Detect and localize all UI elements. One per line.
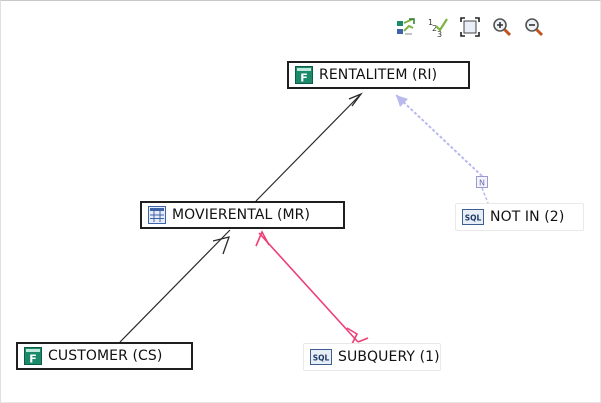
svg-text:SQL: SQL bbox=[313, 354, 330, 363]
edge-arrow-rentalitem bbox=[348, 92, 363, 107]
node-label: NOT IN (2) bbox=[490, 209, 565, 225]
edge-arrow-subquery-end bbox=[346, 327, 369, 345]
node-rentalitem[interactable]: F RENTALITEM (RI) bbox=[287, 61, 470, 89]
layout-tree-button[interactable] bbox=[393, 14, 419, 40]
zoom-in-icon bbox=[493, 18, 512, 37]
node-label: SUBQUERY (1) bbox=[338, 349, 440, 365]
node-label: CUSTOMER (CS) bbox=[48, 348, 163, 364]
zoom-in-button[interactable] bbox=[489, 14, 515, 40]
svg-text:F: F bbox=[29, 353, 37, 366]
svg-text:2: 2 bbox=[432, 24, 437, 33]
svg-text:SQL: SQL bbox=[465, 214, 482, 223]
edge-notin-stub bbox=[481, 187, 489, 204]
svg-text:3: 3 bbox=[437, 30, 442, 38]
diagram-toolbar: 1 2 3 bbox=[393, 14, 547, 40]
edge-marker-label: N bbox=[479, 179, 485, 188]
edge-movierental-subquery[interactable] bbox=[258, 232, 359, 343]
table-icon bbox=[148, 206, 166, 224]
edge-notin-rentalitem[interactable] bbox=[395, 94, 483, 177]
table-f-icon: F bbox=[24, 347, 42, 365]
node-label: MOVIERENTAL (MR) bbox=[172, 207, 311, 223]
fit-to-screen-button[interactable] bbox=[457, 14, 483, 40]
edge-arrow-movierental bbox=[212, 236, 231, 255]
node-subquery[interactable]: SQL SUBQUERY (1) bbox=[303, 343, 441, 371]
layout-numbered-button[interactable]: 1 2 3 bbox=[425, 14, 451, 40]
edge-arrow-notin bbox=[396, 95, 408, 107]
not-in-edge-marker[interactable]: N bbox=[476, 176, 488, 188]
node-label: RENTALITEM (RI) bbox=[319, 67, 438, 83]
node-movierental[interactable]: MOVIERENTAL (MR) bbox=[140, 201, 345, 229]
node-notin[interactable]: SQL NOT IN (2) bbox=[455, 203, 584, 231]
svg-text:F: F bbox=[300, 72, 308, 85]
table-f-icon: F bbox=[295, 66, 313, 84]
fit-to-screen-icon bbox=[460, 17, 480, 37]
edge-marker-icon: N bbox=[476, 176, 488, 188]
zoom-out-button[interactable] bbox=[521, 14, 547, 40]
layout-tree-icon bbox=[397, 18, 415, 35]
edge-arrow-subquery-start bbox=[255, 230, 270, 247]
layout-numbered-icon: 1 2 3 bbox=[428, 18, 448, 38]
edge-movierental-rentalitem[interactable] bbox=[255, 93, 362, 202]
zoom-out-icon bbox=[525, 18, 544, 37]
svg-text:1: 1 bbox=[428, 18, 433, 27]
edge-customer-movierental[interactable] bbox=[119, 229, 231, 343]
sql-icon: SQL bbox=[462, 209, 484, 225]
node-customer[interactable]: F CUSTOMER (CS) bbox=[16, 342, 193, 370]
sql-icon: SQL bbox=[310, 349, 332, 365]
